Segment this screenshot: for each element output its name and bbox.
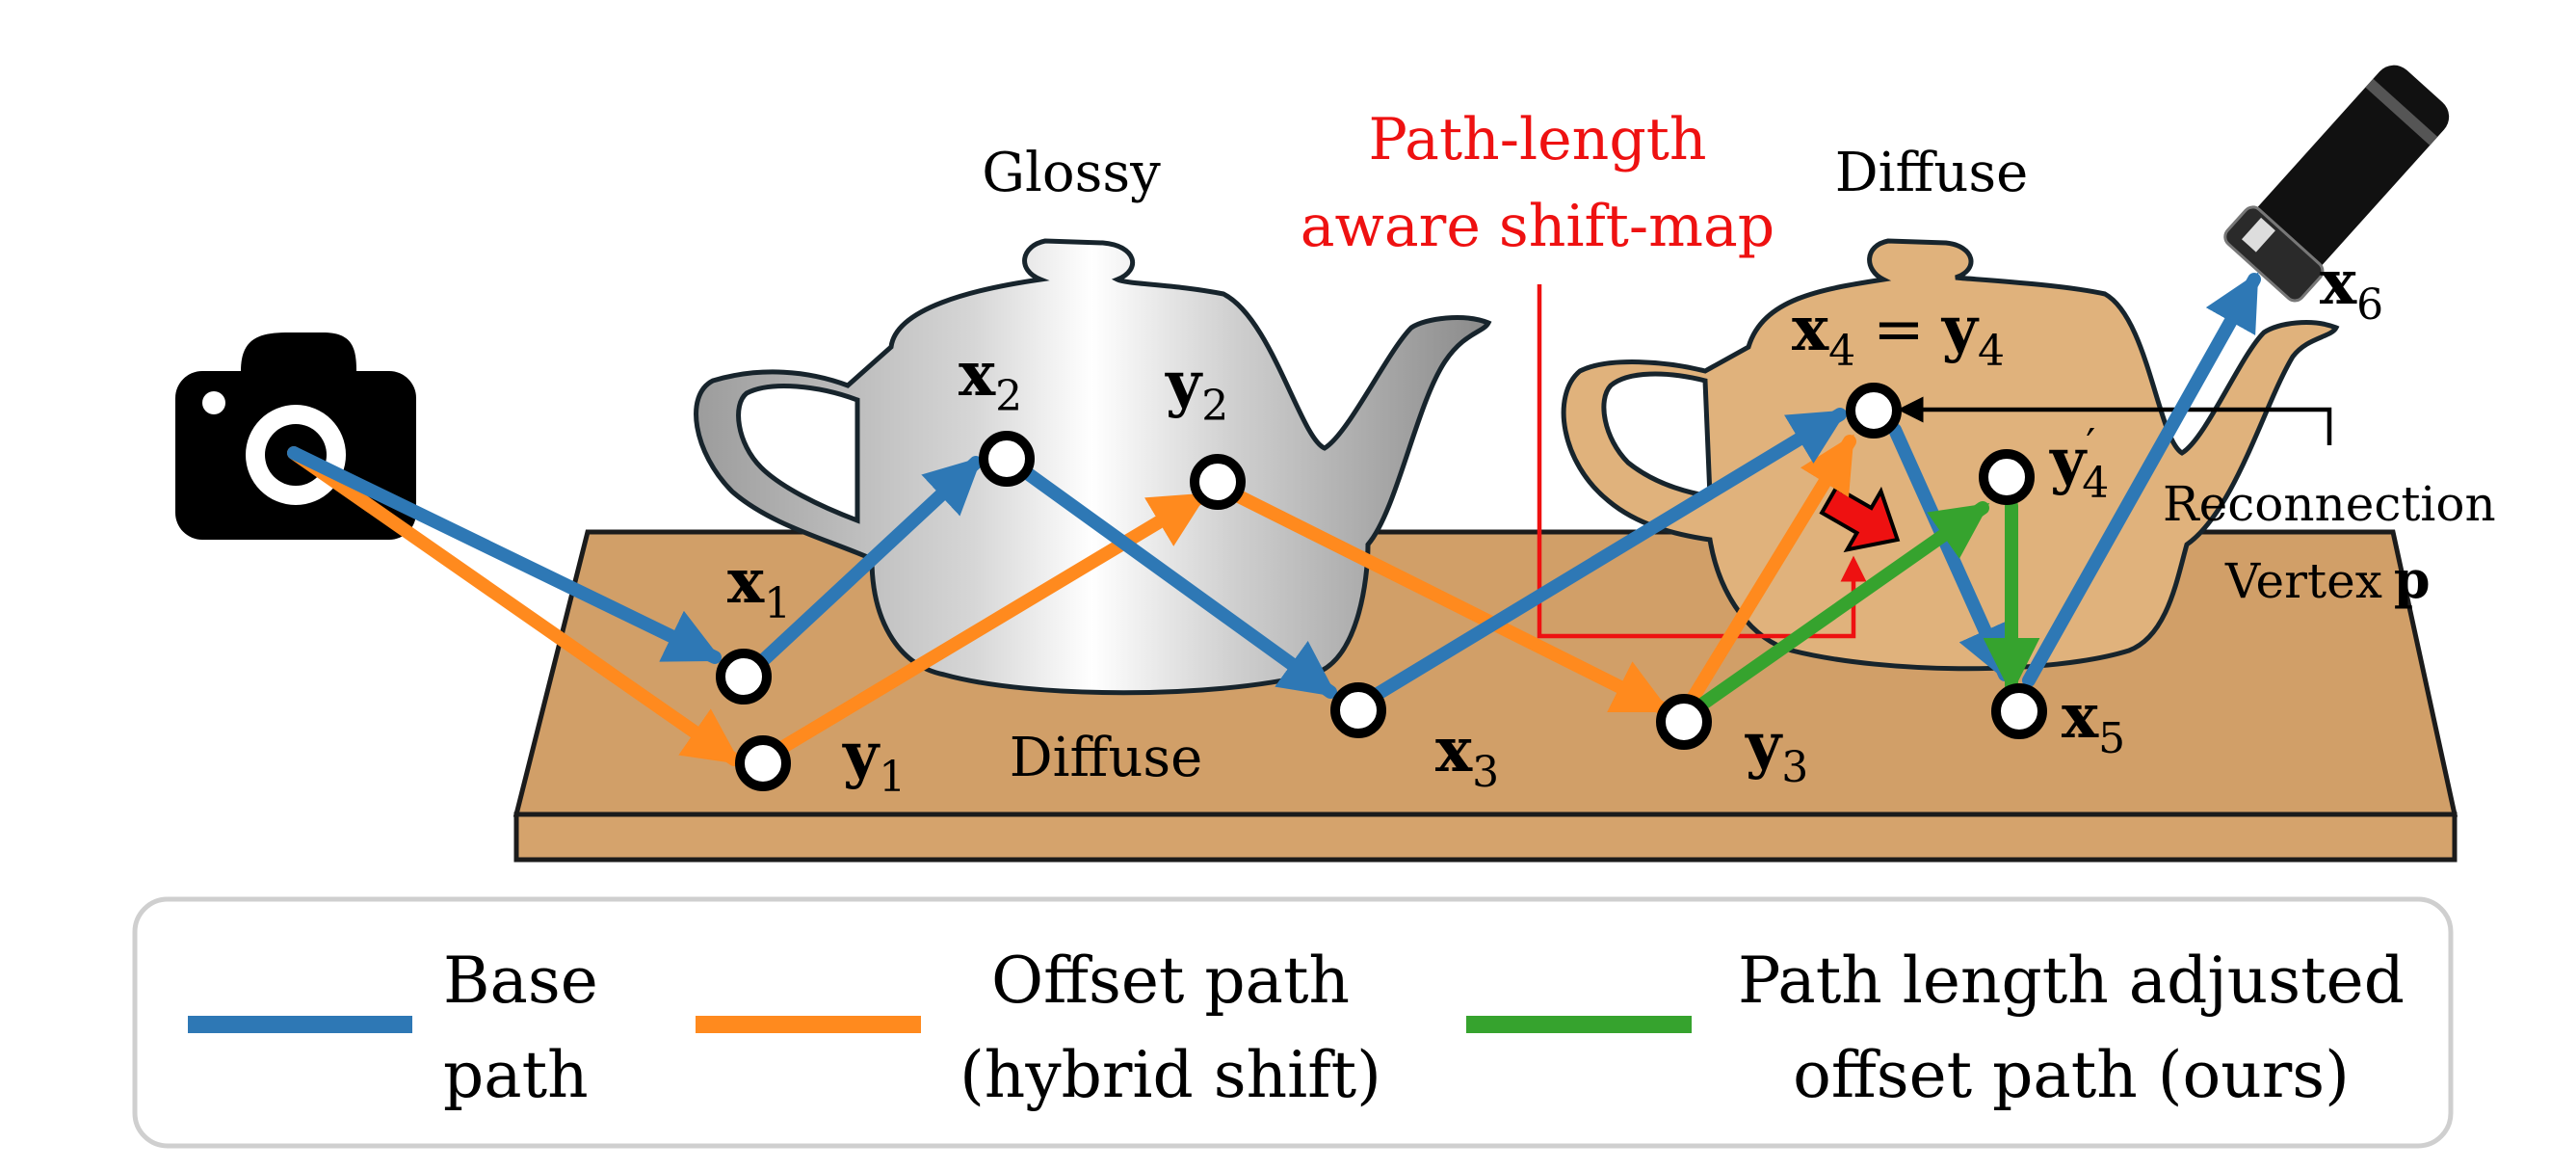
diffuse-teapot-label: Diffuse	[1835, 142, 2029, 204]
adjusted-path	[1696, 499, 2040, 710]
label-y3: y3	[1745, 709, 1808, 792]
vertex-y1	[735, 735, 791, 791]
label-x2: x2	[959, 338, 1022, 421]
path-vertices	[716, 383, 2047, 791]
vertex-x1	[716, 649, 772, 705]
glossy-label: Glossy	[982, 142, 1161, 204]
legend: Base path Offset path (hybrid shift) Pat…	[132, 896, 2454, 1149]
reconnection-pointer	[1897, 396, 2332, 445]
legend-box	[132, 896, 2454, 1149]
light-source-icon	[2223, 65, 2450, 303]
vertex-x2	[979, 431, 1035, 487]
shiftmap-label-line2: aware shift-map	[1301, 193, 1774, 260]
label-y4-prime: y′4	[2049, 420, 2109, 508]
base-seg-x3-x4	[1371, 408, 1848, 701]
shiftmap-label-line1: Path-length	[1369, 106, 1707, 173]
label-x3: x3	[1435, 714, 1499, 797]
diffuse-floor-label: Diffuse	[1010, 727, 1203, 789]
base-seg-x2-x3	[1019, 465, 1338, 699]
vertex-y2	[1190, 454, 1246, 510]
offset-seg-cam-y1	[287, 446, 742, 766]
glossy-teapot	[694, 238, 1492, 696]
vertex-x5	[1991, 683, 2047, 739]
legend-base-line1: Base	[443, 944, 598, 1018]
red-shift-arrow-icon	[1819, 485, 1901, 553]
label-x5: x5	[2062, 680, 2125, 763]
offset-seg-y3-x4	[1684, 434, 1856, 708]
legend-offset-line2: (hybrid shift)	[959, 1038, 1381, 1112]
offset-seg-y2-y3	[1213, 480, 1670, 715]
vertex-x4-y4	[1846, 383, 1902, 439]
label-y2: y2	[1165, 348, 1228, 431]
label-x6: x6	[2320, 247, 2383, 330]
legend-base-line2: path	[443, 1038, 589, 1112]
base-seg-x1-x2	[751, 456, 983, 672]
adjusted-seg-y3-y4p	[1696, 501, 1990, 710]
label-x1: x1	[727, 545, 791, 628]
label-x4-eq-y4: x4=y4	[1792, 293, 2005, 376]
label-y1: y1	[842, 719, 906, 802]
legend-adjusted-line1: Path length adjusted	[1738, 944, 2405, 1018]
base-seg-cam-x1	[287, 446, 723, 664]
legend-adjusted-line2: offset path (ours)	[1793, 1038, 2350, 1112]
reconnection-label: Reconnection	[2163, 476, 2496, 532]
legend-offset-line1: Offset path	[991, 944, 1350, 1018]
base-seg-x5-x6	[2022, 272, 2261, 687]
vertex-y3	[1656, 694, 1712, 750]
vertex-x3	[1330, 682, 1386, 738]
diffuse-teapot	[1561, 238, 2340, 672]
vertex-y4-prime	[1979, 449, 2035, 505]
